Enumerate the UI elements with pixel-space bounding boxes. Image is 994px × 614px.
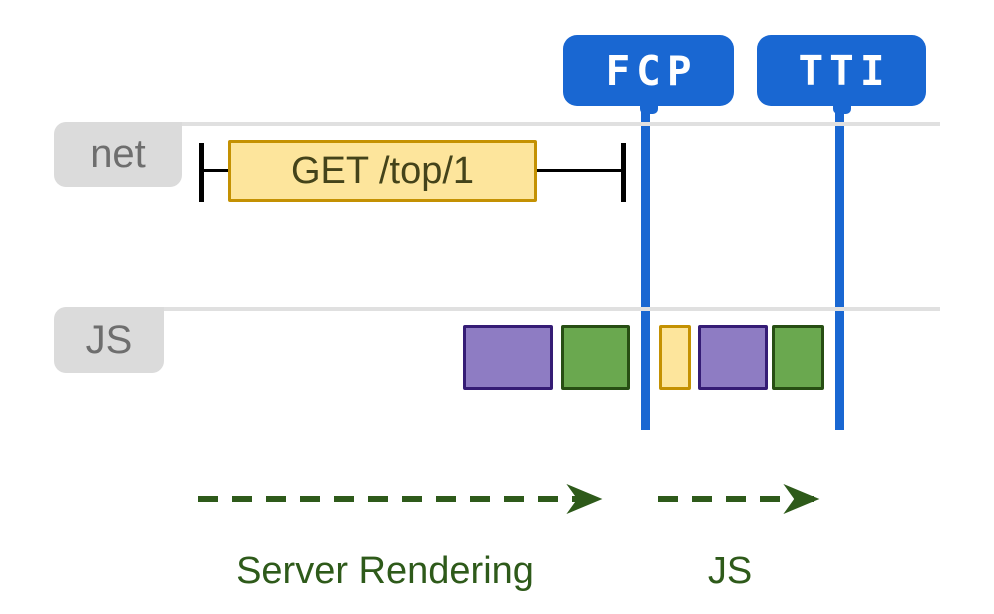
js-track-label-text: JS [85, 317, 133, 362]
js-block-green-4 [772, 325, 824, 390]
js-track-line [163, 307, 940, 311]
js-block-green-1 [561, 325, 630, 390]
network-request-label: GET /top/1 [290, 149, 475, 192]
js-block-yellow-2 [659, 325, 691, 390]
request-right-connector [537, 169, 621, 172]
tti-badge-label: TTI [798, 46, 891, 95]
net-track-line [181, 122, 940, 126]
tti-badge: TTI [757, 35, 926, 106]
server-rendering-phase-text: Server Rendering [236, 549, 534, 592]
request-end-tick [621, 143, 626, 202]
js-block-purple-3 [698, 325, 768, 390]
request-start-tick [199, 143, 204, 202]
net-track-label-text: net [90, 132, 146, 176]
net-track-label: net [54, 122, 182, 187]
js-block-purple-0 [463, 325, 553, 390]
js-phase-label: JS [630, 545, 830, 597]
request-left-connector [204, 169, 228, 172]
js-phase-text: JS [707, 549, 753, 592]
fcp-badge-label: FCP [605, 46, 698, 95]
tti-timeline-line [835, 100, 844, 430]
server-rendering-phase-label: Server Rendering [160, 545, 610, 597]
network-request-box: GET /top/1 [228, 140, 537, 202]
js-track-label: JS [54, 307, 164, 373]
fcp-badge: FCP [563, 35, 734, 106]
fcp-timeline-line [641, 100, 650, 430]
